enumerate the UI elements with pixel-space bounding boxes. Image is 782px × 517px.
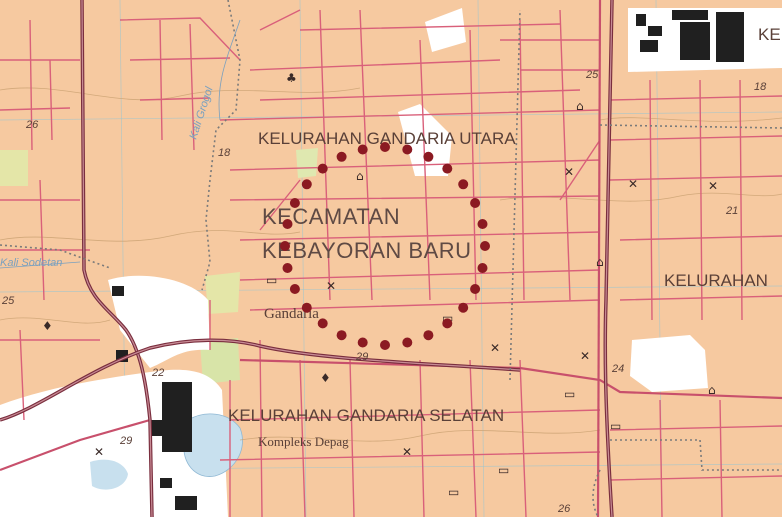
school-icon: ✕ <box>580 349 590 363</box>
kecamatan-label-line2: KEBAYORAN BARU <box>262 238 472 263</box>
marker-dot <box>458 179 469 190</box>
river-label: Kali Sodetan <box>0 257 62 269</box>
building-icon: ▭ <box>610 419 621 433</box>
elevation-label: 29 <box>119 435 132 447</box>
marker-dot <box>442 163 453 174</box>
marker-dot <box>477 219 488 229</box>
marker-dot <box>336 151 347 162</box>
elevation-label: 22 <box>151 367 164 379</box>
marker-dot <box>317 163 328 174</box>
marker-dot <box>423 151 434 162</box>
elevation-label: 25 <box>585 69 599 81</box>
water-bodies <box>90 413 243 490</box>
marker-dot <box>402 144 413 155</box>
kelurahan-gandaria-utara-label: KELURAHAN GANDARIA UTARA <box>258 129 516 148</box>
kelurahan-right-label: KELURAHAN <box>664 271 768 290</box>
marker-dot <box>470 198 481 208</box>
rivers <box>0 19 241 269</box>
marker-dot <box>301 179 312 190</box>
mosque-icon: ⌂ <box>596 255 604 269</box>
marker-dot <box>402 337 413 348</box>
marker-dot <box>423 330 434 341</box>
elevation-label: 25 <box>1 295 15 307</box>
local-roads <box>0 9 782 517</box>
building-icon: ▭ <box>448 485 459 499</box>
marker-dot <box>380 142 390 152</box>
marker-dot <box>357 337 368 348</box>
school-icon: ✕ <box>708 179 718 193</box>
building-icon: ▭ <box>564 387 575 401</box>
marker-dot <box>289 284 300 294</box>
mosque-icon: ⌂ <box>576 99 584 113</box>
map-symbols: ♣ ⌂ ⌂ ✕ ✕ ✕ ⌂ ▭ ✕ ▭ ✕ ✕ ♦ ▭ ▭ ✕ ▭ ▭ ♦ ✕ … <box>42 71 718 499</box>
elevation-label: 29 <box>355 351 368 363</box>
marker-dot <box>477 263 488 273</box>
elevation-label: 21 <box>725 205 738 217</box>
major-roads <box>0 0 614 517</box>
marker-dot <box>336 330 347 341</box>
mosque-icon: ⌂ <box>356 169 364 183</box>
elevation-label: 26 <box>557 503 571 515</box>
school-icon: ✕ <box>490 341 500 355</box>
location-marker-circle <box>280 142 490 350</box>
marker-dot <box>301 302 312 313</box>
school-icon: ✕ <box>628 177 638 191</box>
mosque-icon: ♣ <box>286 71 297 85</box>
elevation-label: 24 <box>611 363 624 375</box>
marker-dot <box>317 318 328 329</box>
kompleks-depag-label: Kompleks Depag <box>258 434 349 449</box>
tower-icon: ♦ <box>320 371 331 385</box>
contour-lines <box>0 87 782 442</box>
kelurahan-gandaria-selatan-label: KELURAHAN GANDARIA SELATAN <box>228 406 504 425</box>
kelurahan-top-right-label: KE <box>758 25 781 44</box>
elevation-labels: 26 18 25 18 21 29 22 25 24 29 26 <box>1 69 767 515</box>
building-icon: ▭ <box>266 273 277 287</box>
school-icon: ✕ <box>326 279 336 293</box>
marker-dot <box>470 284 481 294</box>
elevation-label: 18 <box>218 147 231 159</box>
building-icon: ▭ <box>498 463 509 477</box>
tower-icon: ♦ <box>42 319 53 333</box>
marker-dot <box>357 144 368 155</box>
buildings <box>112 10 744 510</box>
marker-dot <box>289 198 300 208</box>
elevation-label: 18 <box>754 81 767 93</box>
marker-dot <box>282 219 293 229</box>
mosque-icon: ⌂ <box>708 383 716 397</box>
marker-dot <box>458 302 469 313</box>
marker-dot <box>282 263 293 273</box>
school-icon: ✕ <box>94 445 104 459</box>
marker-dot <box>442 318 453 329</box>
elevation-label: 26 <box>25 119 39 131</box>
school-icon: ✕ <box>564 165 574 179</box>
marker-dot <box>380 340 390 350</box>
building-icon: ▭ <box>442 311 453 325</box>
school-icon: ✕ <box>402 445 412 459</box>
marker-dot <box>480 241 490 251</box>
marker-dot <box>280 241 290 251</box>
